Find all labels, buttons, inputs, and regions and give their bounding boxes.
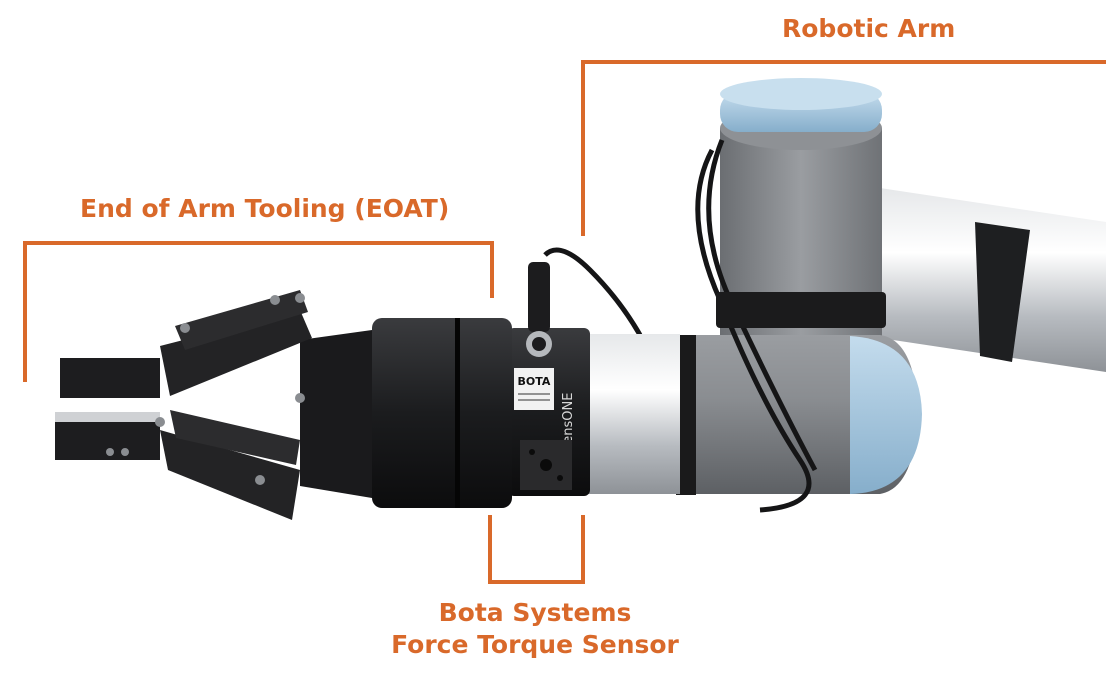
force-torque-sensor: BOTA SensONE: [508, 328, 590, 496]
sensor-label-line1: Bota Systems: [438, 598, 632, 627]
forearm-segment: [676, 335, 922, 495]
gripper-base: [300, 318, 512, 508]
upper-arm-link: [880, 188, 1106, 372]
sensor-model-text: SensONE: [561, 393, 576, 452]
sensor-connector: [526, 262, 552, 357]
sensor-label: Bota Systems Force Torque Sensor: [390, 597, 680, 661]
eoat-bracket: [23, 241, 494, 382]
sensor-brand-text: BOTA: [518, 375, 551, 388]
sensor-bracket: [488, 515, 585, 584]
velcro-strap: [716, 292, 886, 328]
robotic-arm-label: Robotic Arm: [782, 14, 956, 43]
sensor-adapter: [585, 334, 680, 494]
gripper-fingers: [55, 290, 312, 520]
sensor-label-line2: Force Torque Sensor: [391, 630, 679, 659]
robotic-arm-bracket: [581, 60, 1106, 236]
eoat-label: End of Arm Tooling (EOAT): [80, 194, 450, 223]
